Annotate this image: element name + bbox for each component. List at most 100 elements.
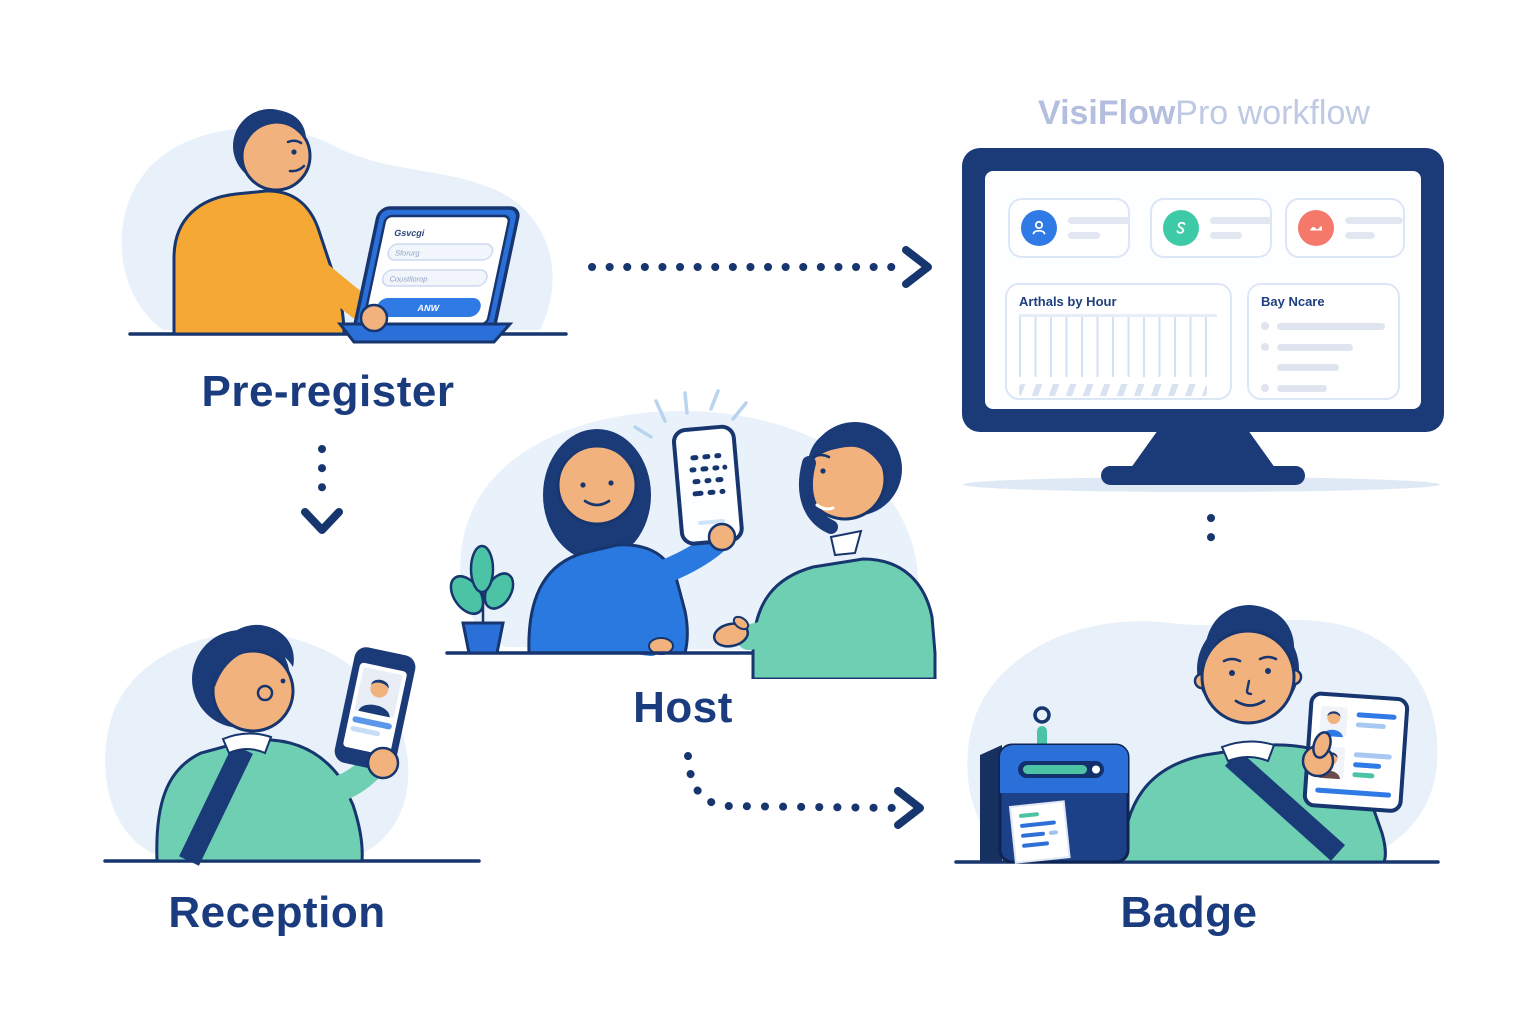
id-bar-2	[350, 726, 381, 737]
badge-line-1b	[1355, 722, 1386, 730]
receipt-line-1	[1020, 820, 1056, 828]
visitor-person-icon	[1021, 210, 1057, 246]
wave-icon	[1298, 210, 1334, 246]
arrivals-bar-chart	[1019, 314, 1217, 377]
qr-phone	[672, 424, 744, 546]
hair-fringe	[1203, 605, 1295, 667]
printer-slot-dot	[1092, 765, 1100, 774]
hair-fringe	[214, 624, 294, 687]
nose	[1245, 679, 1253, 696]
stat-placeholder-lines	[1068, 217, 1130, 239]
eye	[820, 468, 826, 474]
form-field-2	[381, 269, 488, 287]
arrowhead-right-2	[894, 787, 924, 829]
desk-plant	[449, 544, 515, 655]
sash-strap	[1224, 750, 1346, 861]
receptionist	[527, 429, 727, 656]
form-header: Gsvcgi	[393, 228, 425, 238]
receipt-line-3	[1022, 841, 1050, 848]
list-row	[1261, 364, 1386, 371]
badge-illustration	[954, 605, 1440, 864]
form-field-1	[387, 243, 494, 261]
beard	[799, 456, 838, 534]
brow	[286, 139, 303, 145]
arrivals-axis-labels	[1019, 384, 1207, 396]
thumb	[732, 615, 750, 631]
badge-line-1a	[1356, 712, 1397, 720]
list-row	[1261, 343, 1386, 351]
stat-placeholder-lines	[1210, 217, 1272, 239]
form-field-1-text: Sforurg	[394, 249, 420, 258]
stat-placeholder-lines	[1345, 217, 1403, 239]
leaf-top	[469, 544, 495, 594]
id-bar-1	[352, 716, 392, 730]
brand-name: VisiFlow	[1038, 94, 1176, 132]
step-label-reception: Reception	[168, 888, 386, 937]
arrivals-chart-card: Arthals by Hour	[1005, 283, 1232, 400]
workflow-title: VisiFlowPro workflow	[1038, 94, 1370, 133]
dashboard-screen: Arthals by Hour Bay Ncare	[985, 171, 1421, 409]
brow-left	[1222, 657, 1242, 663]
eye-right	[608, 480, 614, 486]
step-label-pre-register: Pre-register	[201, 367, 455, 416]
names-card-title: Bay Ncare	[1261, 294, 1325, 309]
arrow-host-to-badge	[684, 752, 902, 812]
screen-hint-bar	[698, 518, 726, 525]
eye	[280, 678, 286, 684]
badge-avatar-1-hair	[1327, 711, 1341, 718]
names-list-card: Bay Ncare	[1247, 283, 1400, 400]
hair-fringe	[807, 428, 886, 473]
printer-slot-teal	[1023, 765, 1087, 774]
stat-card-alerts	[1285, 198, 1405, 258]
list-row	[1261, 322, 1386, 330]
resting-arm	[572, 602, 662, 656]
form-field-2-text: Coustllorop	[389, 275, 429, 284]
printer-side	[980, 745, 1002, 862]
eye-right	[1265, 668, 1271, 674]
pre-register-illustration: Gsvcgi Sforurg Coustllorop ANW	[121, 109, 568, 344]
face	[1200, 629, 1296, 725]
smile	[1234, 699, 1266, 707]
eye	[291, 149, 297, 155]
raised-arm	[627, 531, 727, 593]
arrowhead-down	[301, 508, 343, 534]
badge-avatar-1-head	[1327, 711, 1341, 725]
smile	[288, 164, 306, 173]
printed-receipt	[1008, 800, 1071, 864]
stat-card-checkins	[1150, 198, 1272, 258]
stat-card-visitors	[1008, 198, 1130, 258]
phone-hand	[366, 746, 400, 780]
step-label-badge: Badge	[1120, 888, 1258, 937]
mouth	[815, 503, 835, 511]
brow-right	[1258, 655, 1278, 661]
smile	[583, 499, 611, 507]
qr-dots	[689, 453, 728, 497]
host-illustration	[445, 389, 937, 679]
ear	[256, 684, 274, 702]
badge-line-2b	[1353, 762, 1382, 769]
hair-fringe	[243, 110, 306, 150]
form-submit-label: ANW	[417, 303, 441, 313]
eye-left	[580, 482, 586, 488]
eye-left	[1229, 670, 1235, 676]
id-avatar-hair	[371, 679, 389, 689]
collar	[221, 732, 273, 755]
badge-printer	[980, 706, 1130, 864]
arrivals-card-title: Arthals by Hour	[1019, 294, 1117, 309]
reception-illustration	[103, 624, 481, 866]
collar	[1220, 740, 1276, 763]
face	[211, 649, 295, 733]
monitor-base	[1101, 466, 1305, 485]
hair-fringe	[559, 433, 631, 471]
receipt-line-2b	[1048, 830, 1058, 835]
torso	[751, 557, 937, 679]
typing-hand	[359, 303, 389, 333]
step-label-host: Host	[633, 683, 733, 732]
badge-thumb	[1312, 731, 1332, 759]
form-submit-button	[376, 298, 481, 317]
list-row	[1261, 384, 1386, 392]
printer-antenna-dot	[1033, 706, 1051, 724]
receipt-line-2	[1021, 831, 1045, 838]
title-suffix: Pro workflow	[1175, 94, 1370, 132]
